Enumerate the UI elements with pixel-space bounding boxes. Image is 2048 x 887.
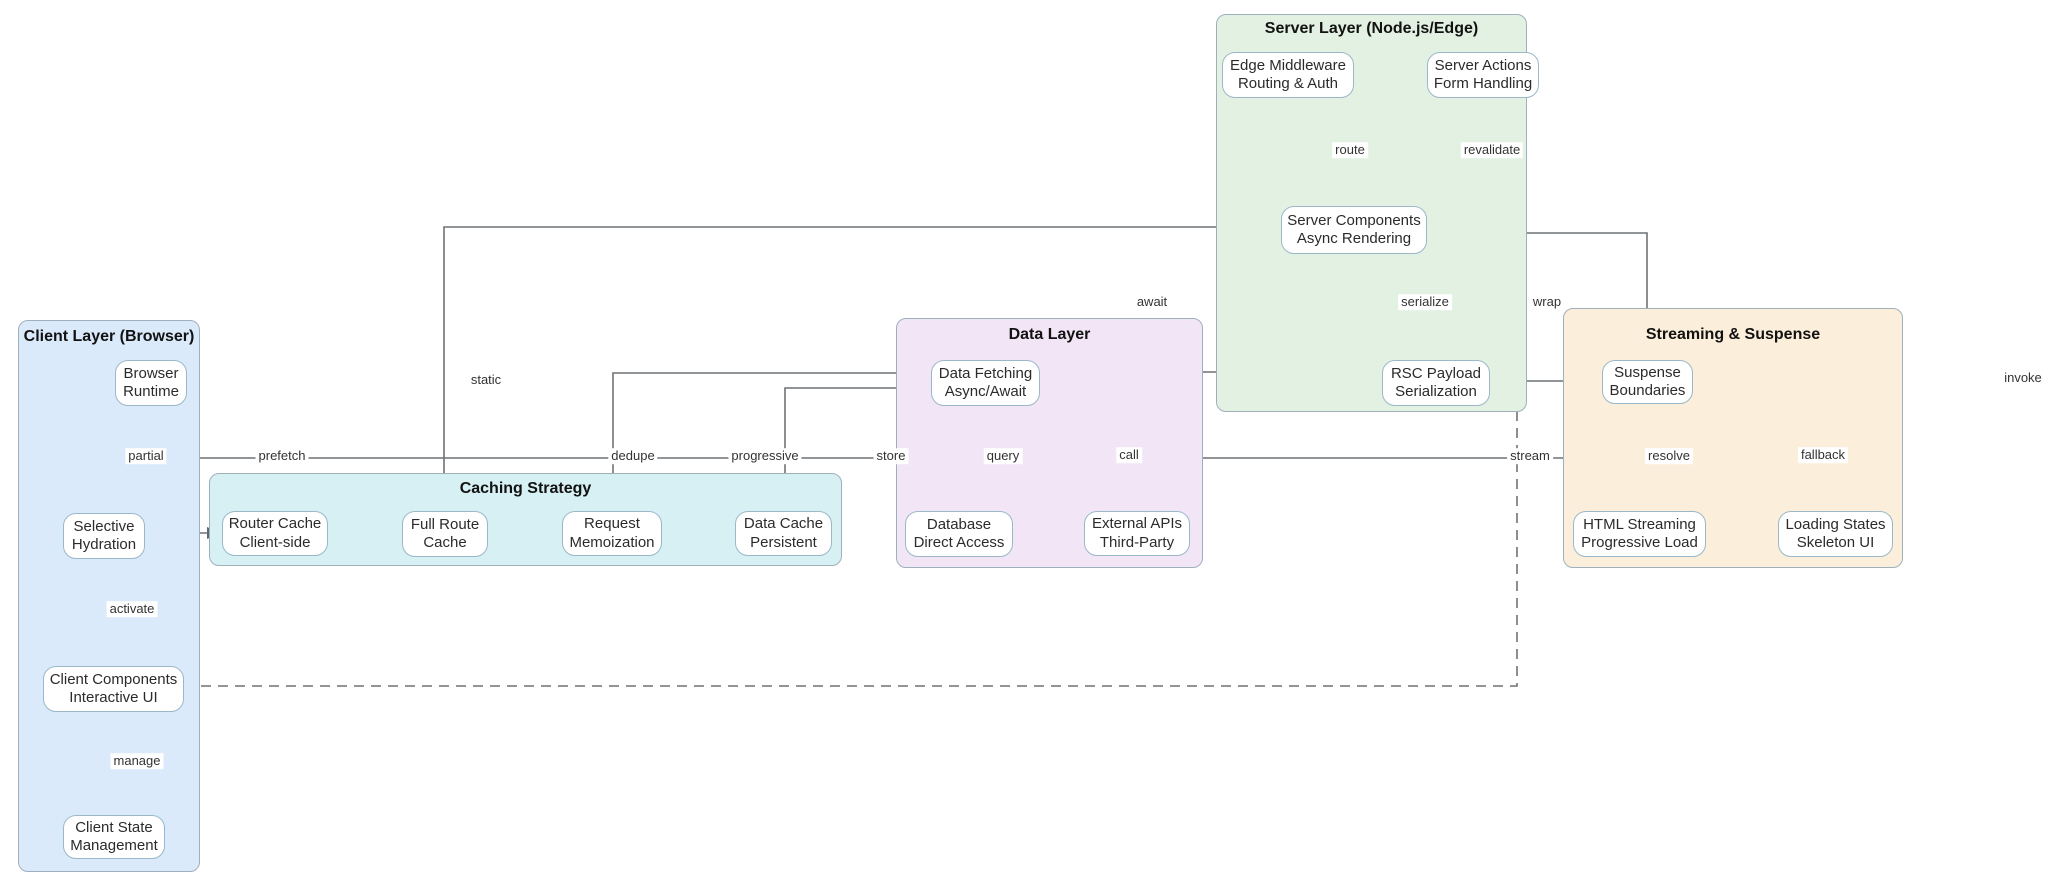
edge-label-partial: partial <box>125 448 167 464</box>
edge-label-resolve: resolve <box>1645 448 1693 464</box>
container-title-data-layer: Data Layer <box>1008 326 1091 343</box>
node-full-route-cache: Full Route Cache <box>402 511 488 557</box>
container-title-caching-strategy: Caching Strategy <box>459 480 592 497</box>
container-title-server-layer: Server Layer (Node.js/Edge) <box>1264 20 1479 37</box>
edge-label-static: static <box>467 372 505 388</box>
edge-label-call: call <box>1116 447 1142 463</box>
edge-label-dedupe: dedupe <box>608 448 658 464</box>
node-client-components: Client Components Interactive UI <box>43 666 184 712</box>
edge-label-invoke: invoke <box>2001 370 2045 386</box>
node-server-components: Server Components Async Rendering <box>1281 206 1427 254</box>
edge-label-revalidate: revalidate <box>1460 142 1524 158</box>
node-suspense-boundaries: Suspense Boundaries <box>1602 360 1693 404</box>
container-title-streaming-suspense: Streaming & Suspense <box>1645 326 1821 343</box>
edge-label-manage: manage <box>110 753 164 769</box>
node-data-cache: Data Cache Persistent <box>735 511 832 556</box>
node-loading-states: Loading States Skeleton UI <box>1778 511 1893 557</box>
node-data-fetching: Data Fetching Async/Await <box>931 360 1040 406</box>
node-rsc-payload: RSC Payload Serialization <box>1382 360 1490 406</box>
node-external-apis: External APIs Third-Party <box>1084 511 1190 556</box>
edge-label-await: await <box>1133 294 1171 310</box>
edge-label-stream: stream <box>1507 448 1553 464</box>
node-browser-runtime: Browser Runtime <box>115 360 187 406</box>
node-client-state: Client State Management <box>63 815 165 859</box>
edge-label-activate: activate <box>106 601 158 617</box>
edge-label-progressive: progressive <box>728 448 802 464</box>
node-edge-middleware: Edge Middleware Routing & Auth <box>1222 52 1354 98</box>
container-title-client-layer: Client Layer (Browser) <box>23 328 195 345</box>
node-request-memoization: Request Memoization <box>562 511 662 556</box>
node-html-streaming: HTML Streaming Progressive Load <box>1573 511 1706 557</box>
edge-label-prefetch: prefetch <box>255 448 309 464</box>
edge-label-route: route <box>1332 142 1368 158</box>
edge-label-serialize: serialize <box>1398 294 1452 310</box>
node-router-cache: Router Cache Client-side <box>222 511 328 556</box>
node-selective-hydration: Selective Hydration <box>63 513 145 559</box>
edge-label-wrap: wrap <box>1529 294 1565 310</box>
edge-label-store: store <box>873 448 909 464</box>
container-client-layer: Client Layer (Browser) <box>18 320 200 872</box>
node-server-actions: Server Actions Form Handling <box>1427 52 1539 98</box>
edge-label-query: query <box>983 448 1023 464</box>
node-database: Database Direct Access <box>905 511 1013 557</box>
edge-label-fallback: fallback <box>1797 447 1849 463</box>
